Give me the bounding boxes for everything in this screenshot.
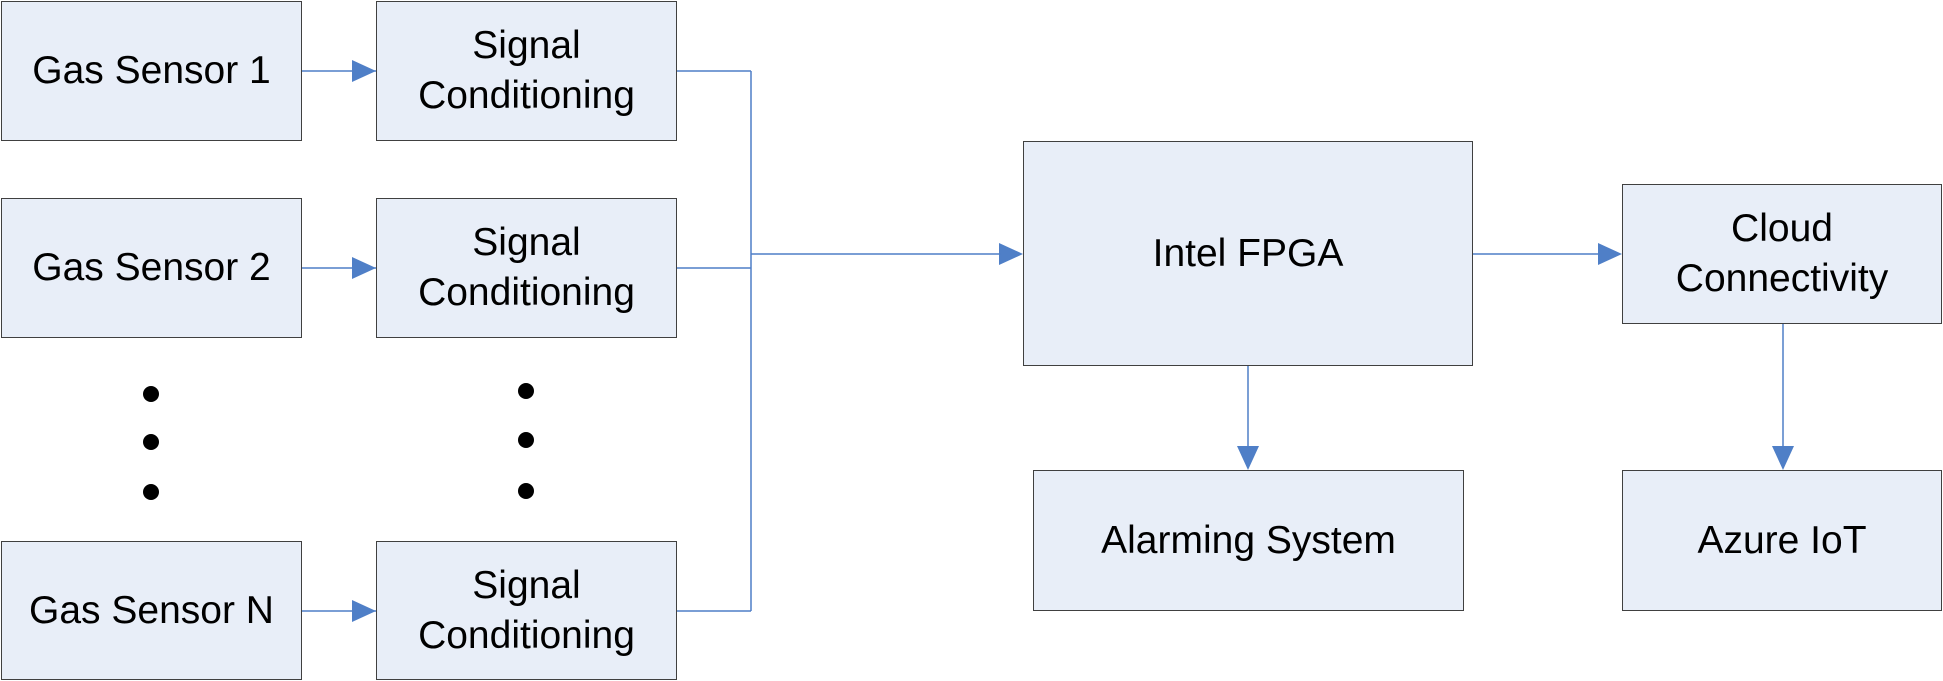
gas-sensor-2-label: Gas Sensor 2 [32,246,271,289]
ellipsis-dot [143,434,159,450]
signal-conditioning-1-line1: Signal [472,24,581,67]
alarming-system-label: Alarming System [1101,518,1396,562]
azure-iot-label: Azure IoT [1697,518,1867,562]
signal-conditioning-2-line1: Signal [472,221,581,264]
ellipsis-dot [143,386,159,402]
ellipsis-dot [518,483,534,499]
gas-sensor-2-box: Gas Sensor 2 [1,198,302,338]
gas-sensor-1-label: Gas Sensor 1 [32,49,271,92]
arrowhead-sensor1 [352,60,376,82]
gas-sensor-n-label: Gas Sensor N [29,588,274,632]
gas-sensor-1-box: Gas Sensor 1 [1,1,302,141]
intel-fpga-box: Intel FPGA [1023,141,1473,366]
arrowhead-sensor2 [352,257,376,279]
signal-conditioning-1-box: Signal Conditioning [376,1,677,141]
signal-conditioning-n-line2: Conditioning [418,613,635,657]
arrowhead-cloud-to-azure [1772,446,1794,470]
arrowhead-fpga-to-alarm [1237,446,1259,470]
arrowhead-sensorN [352,600,376,622]
signal-conditioning-2-line2: Conditioning [418,271,635,314]
intel-fpga-label: Intel FPGA [1152,231,1344,275]
ellipsis-dot [518,383,534,399]
signal-conditioning-2-box: Signal Conditioning [376,198,677,338]
ellipsis-dot [143,484,159,500]
arrowhead-bus-to-fpga [999,243,1023,265]
cloud-connectivity-line2: Connectivity [1675,257,1889,300]
signal-conditioning-1-line2: Conditioning [418,74,635,117]
gas-sensor-n-box: Gas Sensor N [1,541,302,680]
cloud-connectivity-box: Cloud Connectivity [1622,184,1942,324]
azure-iot-box: Azure IoT [1622,470,1942,611]
ellipsis-dot [518,432,534,448]
arrowhead-fpga-to-cloud [1598,243,1622,265]
alarming-system-box: Alarming System [1033,470,1464,611]
signal-conditioning-n-line1: Signal [472,563,581,607]
signal-conditioning-n-box: Signal Conditioning [376,541,677,680]
cloud-connectivity-line1: Cloud [1731,207,1833,250]
